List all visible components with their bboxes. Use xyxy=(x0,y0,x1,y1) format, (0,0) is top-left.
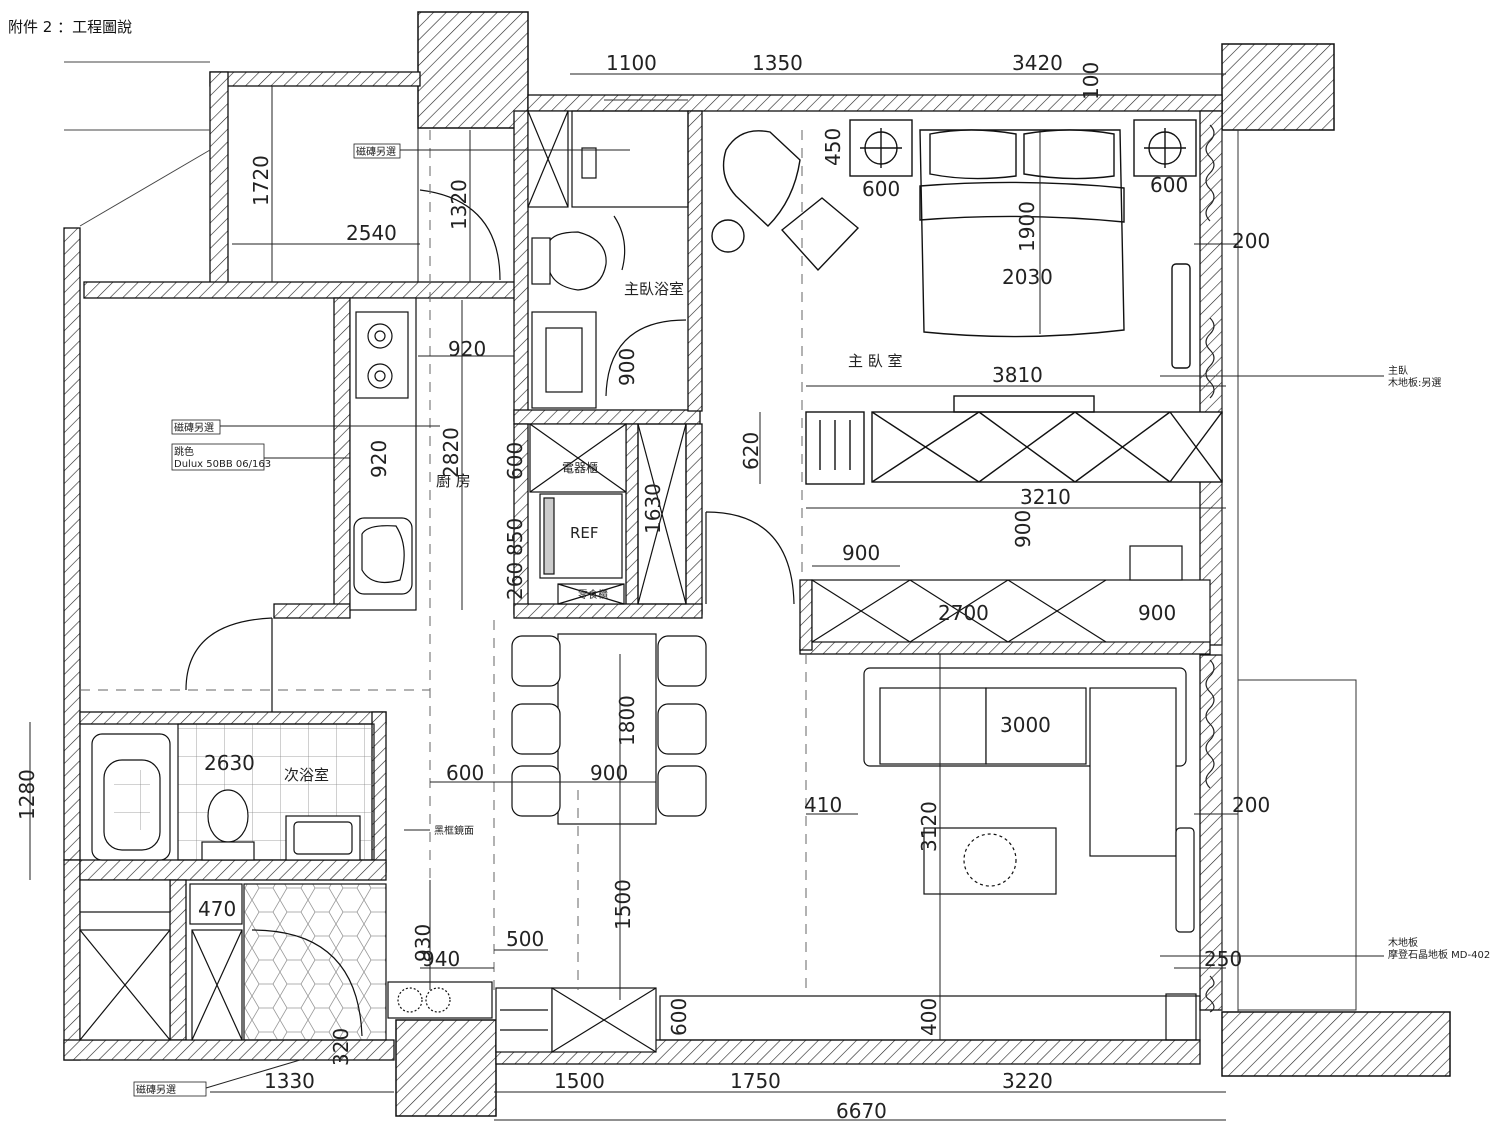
dining-set xyxy=(511,633,707,825)
fixture-label-pantry: 零食櫃 xyxy=(578,588,608,601)
living-furniture xyxy=(659,545,1211,1041)
dim-1900: 1900 xyxy=(1015,201,1039,252)
fixture-label-ref: REF xyxy=(570,524,599,542)
room-label-kitchen: 廚 房 xyxy=(436,472,471,490)
dim-2030: 2030 xyxy=(1002,265,1053,289)
dim-1750: 1750 xyxy=(730,1069,781,1093)
dim-600-a: 600 xyxy=(862,177,900,201)
note-master-floor-1: 主臥 xyxy=(1388,365,1408,377)
dim-2700: 2700 xyxy=(938,601,989,625)
dim-900-e: 900 xyxy=(590,761,628,785)
balcony xyxy=(227,85,419,283)
dim-320: 320 xyxy=(329,1028,353,1066)
windows xyxy=(604,99,1357,1012)
dim-3810: 3810 xyxy=(992,363,1043,387)
fixture-label-appliance-cabinet: 電器櫃 xyxy=(562,461,598,475)
dim-940: 940 xyxy=(422,947,460,971)
dim-410: 410 xyxy=(804,793,842,817)
dim-920-b: 920 xyxy=(367,440,391,478)
room-label-master-bath: 主臥浴室 xyxy=(624,280,684,298)
dim-3220: 3220 xyxy=(1002,1069,1053,1093)
dim-250: 250 xyxy=(1204,947,1242,971)
dim-2820: 2820 xyxy=(439,427,463,478)
note-tile-left: 磁磚另選 xyxy=(174,421,214,434)
dim-1800: 1800 xyxy=(615,695,639,746)
dim-1280: 1280 xyxy=(15,769,39,820)
dim-450: 450 xyxy=(821,128,845,166)
dim-600-c: 600 xyxy=(503,442,527,480)
dim-470: 470 xyxy=(198,897,236,921)
guide-lines xyxy=(80,130,807,990)
master-bedroom-furniture xyxy=(711,119,1223,485)
dim-2630: 2630 xyxy=(204,751,255,775)
dim-100: 100 xyxy=(1079,62,1103,100)
master-bath-fixtures xyxy=(527,110,689,409)
dim-1500-a: 1500 xyxy=(611,879,635,930)
page-title: 附件 2 ：工程圖說 xyxy=(8,18,132,36)
dim-850: 850 xyxy=(503,518,527,556)
dim-600-e: 600 xyxy=(667,998,691,1036)
dim-3000: 3000 xyxy=(1000,713,1051,737)
dim-1500-b: 1500 xyxy=(554,1069,605,1093)
dim-260: 260 xyxy=(503,562,527,600)
note-paint-code: Dulux 50BB 06/163 xyxy=(174,459,271,470)
dim-930: 930 xyxy=(411,924,435,962)
dimension-lines xyxy=(29,73,1238,1121)
note-paint-label: 跳色 xyxy=(174,445,194,458)
dim-1720: 1720 xyxy=(249,155,273,206)
note-floor-1: 木地板 xyxy=(1388,936,1418,949)
dim-900-b: 900 xyxy=(1011,510,1035,548)
dim-200-b: 200 xyxy=(1232,793,1270,817)
dim-400: 400 xyxy=(917,998,941,1036)
dim-1630: 1630 xyxy=(641,483,665,534)
dim-900-a: 900 xyxy=(615,348,639,386)
note-floor-2: 摩登石晶地板 MD-402 xyxy=(1388,948,1490,961)
note-leaders xyxy=(205,149,1384,1089)
note-mirror: 黑框鏡面 xyxy=(434,824,474,837)
room-label-master-bedroom: 主 臥 室 xyxy=(848,352,903,370)
note-tile-top: 磁磚另選 xyxy=(356,145,396,158)
entry-cabinets xyxy=(387,981,657,1053)
dim-600-d: 600 xyxy=(446,761,484,785)
dim-920-a: 920 xyxy=(448,337,486,361)
dim-3210: 3210 xyxy=(1020,485,1071,509)
dim-1330: 1330 xyxy=(264,1069,315,1093)
second-bath-fixtures xyxy=(79,189,501,1041)
dim-1320: 1320 xyxy=(447,179,471,230)
dim-500: 500 xyxy=(506,927,544,951)
dim-1100: 1100 xyxy=(606,51,657,75)
curtains xyxy=(1205,124,1215,1013)
walls xyxy=(63,71,1223,1065)
structural-columns xyxy=(395,11,1451,1117)
dim-3120: 3120 xyxy=(917,801,941,852)
dim-900-c: 900 xyxy=(842,541,880,565)
note-master-floor-2: 木地板:另選 xyxy=(1388,376,1441,389)
dim-3420: 3420 xyxy=(1012,51,1063,75)
dim-900-d: 900 xyxy=(1138,601,1176,625)
dim-200-a: 200 xyxy=(1232,229,1270,253)
room-label-second-bath: 次浴室 xyxy=(284,766,329,784)
kitchen-fixtures xyxy=(349,297,795,611)
note-tile-bottom: 磁磚另選 xyxy=(136,1083,176,1096)
dim-2540: 2540 xyxy=(346,221,397,245)
dim-1350: 1350 xyxy=(752,51,803,75)
dim-600-b: 600 xyxy=(1150,173,1188,197)
dimension-labels: 1100 1350 3420 100 450 600 600 1900 200 … xyxy=(15,51,1270,1123)
dim-620: 620 xyxy=(739,432,763,470)
dim-6670: 6670 xyxy=(836,1099,887,1123)
